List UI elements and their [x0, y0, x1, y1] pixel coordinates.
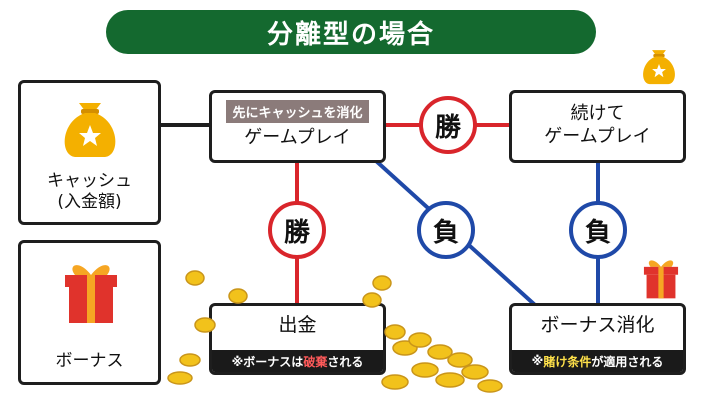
page-title: 分離型の場合: [106, 10, 596, 54]
bonus-use-note-highlight: 賭け条件: [543, 354, 592, 369]
continue-line2: ゲームプレイ: [544, 125, 651, 147]
withdraw-note-prefix: ※ボーナスは: [231, 354, 304, 369]
cash-first-tag: 先にキャッシュを消化: [226, 100, 369, 123]
continue-gameplay-box: 続けて ゲームプレイ: [509, 90, 686, 163]
withdraw-label: 出金: [278, 314, 317, 336]
bonus-use-note: ※賭け条件が適用される: [512, 350, 683, 372]
cash-box: キャッシュ (入金額): [18, 80, 161, 225]
bonus-use-label: ボーナス消化: [540, 314, 655, 336]
bonus-use-box: ボーナス消化 ※賭け条件が適用される: [509, 303, 686, 375]
withdraw-box: 出金 ※ボーナスは破棄される: [209, 303, 386, 375]
withdraw-note-suffix: される: [327, 354, 364, 369]
cash-label: キャッシュ: [47, 171, 132, 191]
money-bag-icon: [643, 50, 675, 85]
bonus-box: ボーナス: [18, 240, 161, 385]
start-gameplay-label: ゲームプレイ: [244, 127, 351, 148]
cash-sublabel: (入金額): [57, 192, 122, 213]
lose-badge-diagonal: 負: [417, 201, 475, 259]
bonus-label: ボーナス: [55, 351, 124, 371]
withdraw-note-highlight: 破棄: [303, 354, 328, 369]
win-badge-down: 勝: [268, 201, 326, 259]
win-badge-right: 勝: [419, 96, 477, 154]
bonus-use-note-prefix: ※: [531, 354, 544, 368]
money-bag-icon: [64, 103, 116, 157]
withdraw-note: ※ボーナスは破棄される: [212, 350, 383, 372]
gift-box-icon: [643, 260, 679, 299]
continue-line1: 続けて: [570, 103, 625, 124]
bonus-use-note-suffix: が適用される: [591, 354, 664, 369]
lose-badge-down: 負: [569, 201, 627, 259]
gift-box-icon: [65, 265, 117, 323]
start-gameplay-box: 先にキャッシュを消化 ゲームプレイ: [209, 90, 386, 163]
